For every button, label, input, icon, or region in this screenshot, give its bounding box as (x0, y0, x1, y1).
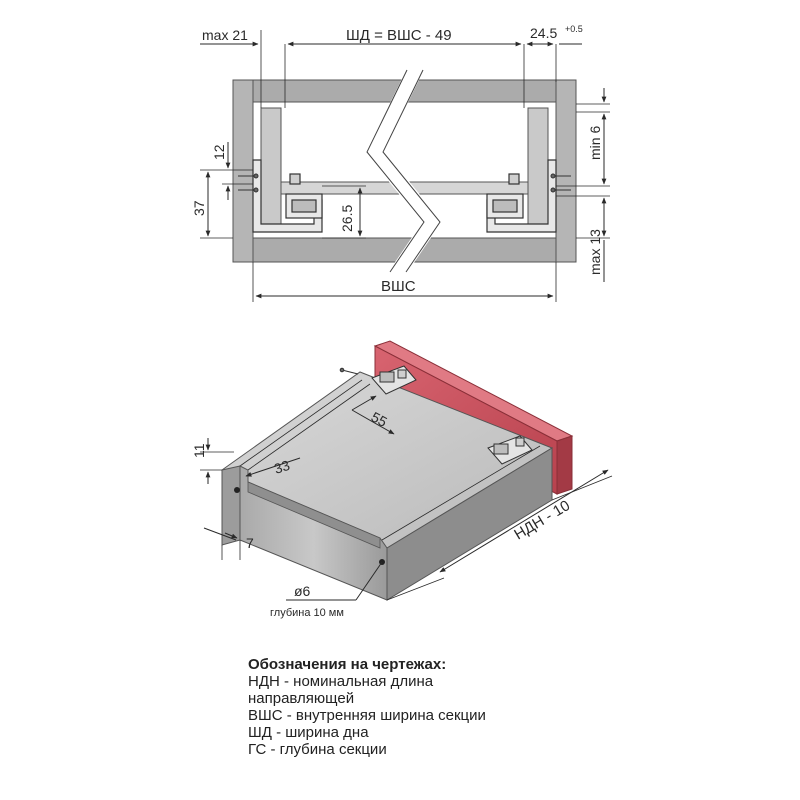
section-view: max 21 ШД = ВШС - 49 24.5 +0.5 min 6 max… (191, 24, 610, 302)
legend-line: ВШС - внутренняя ширина секции (248, 707, 486, 724)
dim-hole-diameter: ø6 (294, 583, 311, 599)
dim-37: 37 (191, 200, 207, 216)
legend-line: направляющей (248, 690, 355, 707)
right-rail (486, 159, 557, 233)
legend-title: Обозначения на чертежах: (248, 656, 447, 673)
dim-55: 55 (369, 409, 390, 431)
screw-icons (238, 173, 571, 193)
break-line (365, 66, 442, 277)
dim-max13: max 13 (587, 229, 603, 275)
legend-line: ШД - ширина дна (248, 724, 369, 741)
screw-icon (339, 367, 359, 375)
cabinet-left-side (232, 79, 254, 263)
hole-left (234, 487, 240, 493)
legend-line: ГС - глубина секции (248, 741, 387, 758)
cabinet-right-side (555, 79, 577, 263)
dim-min6: min 6 (587, 126, 603, 160)
dim-gap: 24.5 (530, 25, 557, 41)
dim-inner-width: ВШС (381, 278, 416, 295)
dim-gap-tolerance: +0.5 (565, 24, 583, 34)
dim-max21: max 21 (202, 27, 248, 43)
drawer-left-face (221, 465, 241, 546)
drawer-left-wall (260, 107, 282, 227)
left-rail (252, 159, 323, 233)
dim-33: 33 (272, 457, 292, 477)
drawer-right-wall (527, 107, 549, 227)
legend: Обозначения на чертежах: НДН - номинальн… (248, 656, 668, 758)
isometric-view: 11 33 55 7 ø6 глубина 10 мм НДН - 10 (191, 340, 613, 619)
legend-line: НДН - номинальная длина (248, 673, 434, 690)
dim-26-5: 26.5 (339, 205, 355, 232)
dim-12: 12 (211, 144, 227, 160)
dim-bottom-width: ШД = ВШС - 49 (346, 27, 452, 44)
dim-hole-depth: глубина 10 мм (270, 607, 344, 619)
rail-lock-icon-2 (487, 435, 533, 465)
dim-7: 7 (246, 535, 254, 551)
rail-lock-icon (371, 365, 417, 395)
dim-11: 11 (191, 443, 207, 458)
